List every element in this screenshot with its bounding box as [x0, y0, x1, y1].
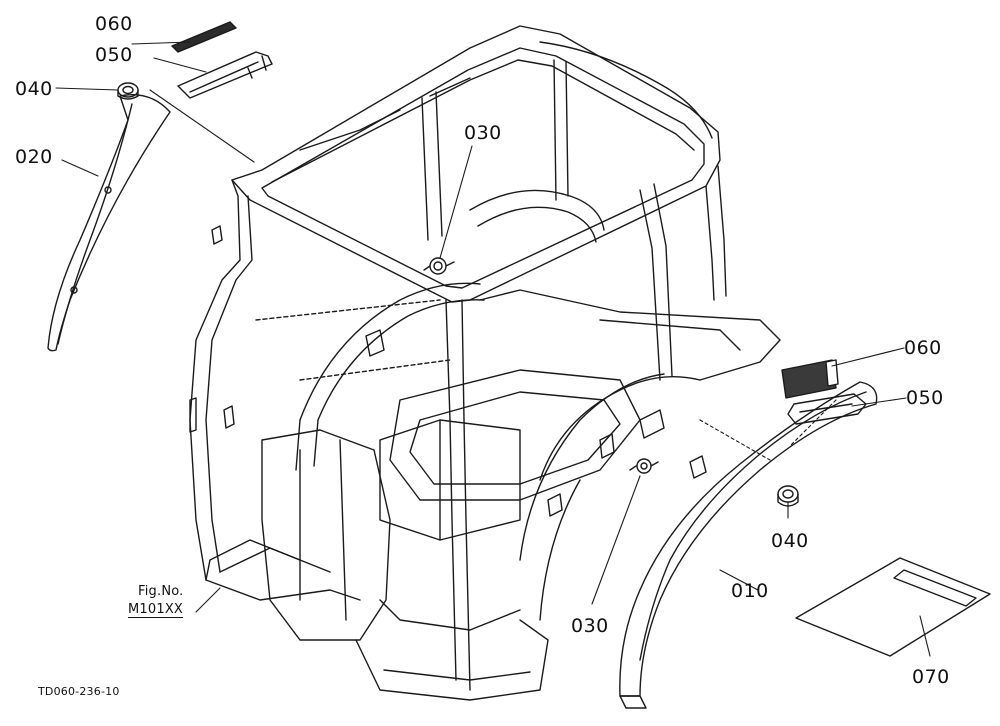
callout-050-upper: 050	[95, 44, 133, 66]
callout-050-right: 050	[906, 387, 944, 409]
part-060-right-label	[782, 360, 838, 398]
part-010-right-rail	[620, 382, 877, 708]
callout-030-lower: 030	[571, 615, 609, 637]
part-040-upper-cap	[118, 83, 138, 99]
callout-040-lower: 040	[771, 530, 809, 552]
part-070-sheet	[796, 558, 990, 656]
callout-040-upper: 040	[15, 78, 53, 100]
part-060-upper-label	[172, 22, 236, 52]
part-050-upper-strip	[178, 52, 272, 98]
callout-010: 010	[731, 580, 769, 602]
callout-060-right: 060	[904, 337, 942, 359]
callout-060-upper: 060	[95, 13, 133, 35]
callout-070: 070	[912, 666, 950, 688]
cab-frame	[190, 26, 780, 700]
callout-030-upper: 030	[464, 122, 502, 144]
part-020-left-rail	[48, 95, 170, 351]
figure-reference-number: M101XX	[128, 602, 184, 618]
callout-020: 020	[15, 146, 53, 168]
leader-lines	[56, 42, 930, 656]
drawing-code: TD060-236-10	[38, 685, 120, 698]
part-050-right-strip	[788, 394, 866, 424]
figure-reference-label: Fig.No.	[138, 584, 184, 599]
